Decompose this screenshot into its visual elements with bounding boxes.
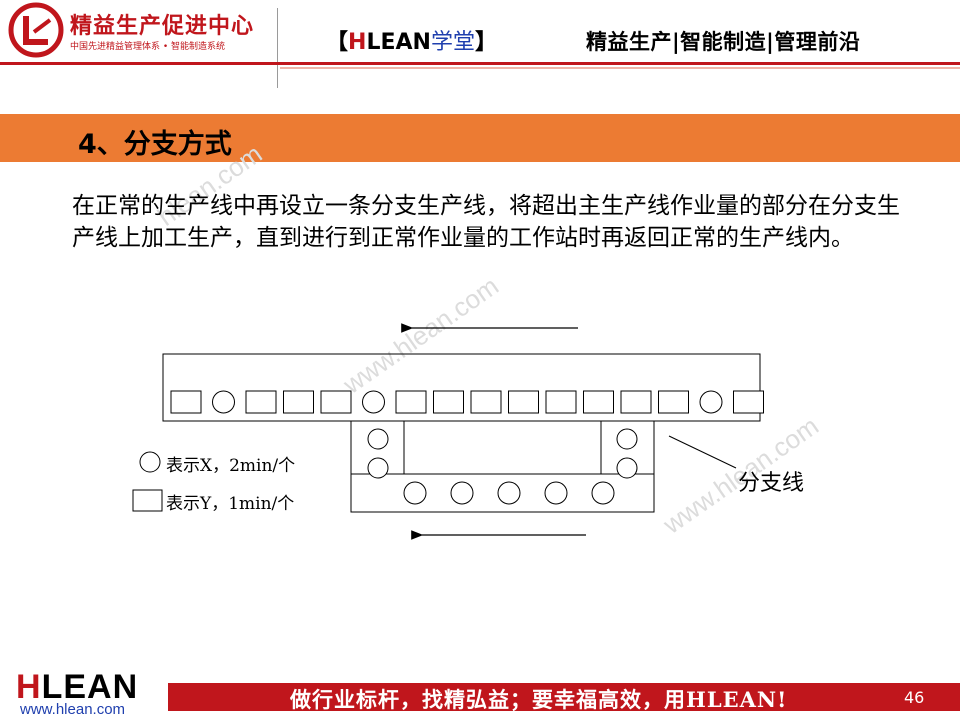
org-logo-icon [8,2,64,58]
header-rule [0,62,960,65]
body-paragraph: 在正常的生产线中再设立一条分支生产线，将超出主生产线作业量的部分在分支生产线上加… [72,193,900,251]
station-square [620,390,652,414]
station-circle [367,457,389,479]
station-square [395,390,427,414]
station-square [733,390,764,414]
station-circle [699,390,723,414]
brand-bracket-open: 【 [326,30,349,55]
station-square [433,390,464,414]
station-square [658,390,689,414]
legend-square-icon [132,489,163,512]
footer-logo-h: H [16,668,42,706]
station-square [470,390,502,414]
station-square [320,390,352,414]
page-number: 46 [904,688,925,707]
header-tagline: 精益生产|智能制造|管理前沿 [586,30,861,54]
brand-cn: 学堂 [430,30,475,55]
station-square [508,390,539,414]
brand-h: H [348,30,367,55]
station-circle [616,428,638,450]
org-subtitle: 中国先进精益管理体系 • 智能制造系统 [70,42,226,52]
footer-logo: HLEAN [16,668,138,707]
station-square [283,390,314,414]
main-line-stations [170,390,764,414]
header-divider [277,8,278,88]
station-circle [450,481,474,505]
footer-bar [168,683,960,711]
branch-label-leader [668,435,737,469]
station-square [545,390,577,414]
org-name: 精益生产促进中心 [70,14,255,39]
station-circle [403,481,427,505]
station-circle [212,390,235,414]
station-square [170,390,202,414]
legend-circle-text: 表示X，2min/个 [166,456,296,476]
station-circle [362,390,385,414]
org-logo: 精益生产促进中心 中国先进精益管理体系 • 智能制造系统 [6,2,264,58]
station-square [245,390,277,414]
station-circle [497,481,521,505]
station-circle [367,428,389,450]
header-brand: 【HLEAN学堂】 [326,24,497,56]
footer-slogan: 做行业标杆，找精弘益；要幸福高效，用HLEAN! [290,687,788,712]
footer-logo-rest: LEAN [41,668,139,706]
brand-bracket-close: 】 [474,30,497,55]
footer-url-link[interactable]: www.hlean.com [20,701,126,718]
station-square [583,390,614,414]
legend-square-text: 表示Y，1min/个 [166,494,295,514]
branch-bottom-stations [403,481,615,505]
section-title-bar [0,114,960,162]
station-circle [544,481,568,505]
station-circle [591,481,615,505]
brand-lean: LEAN [366,30,431,55]
station-circle [616,457,638,479]
section-title: 4、分支方式 [78,129,232,160]
legend-circle-icon [139,451,161,473]
branch-line-box [350,420,655,513]
branch-line-label: 分支线 [738,471,805,496]
header-rule-secondary [280,67,960,69]
